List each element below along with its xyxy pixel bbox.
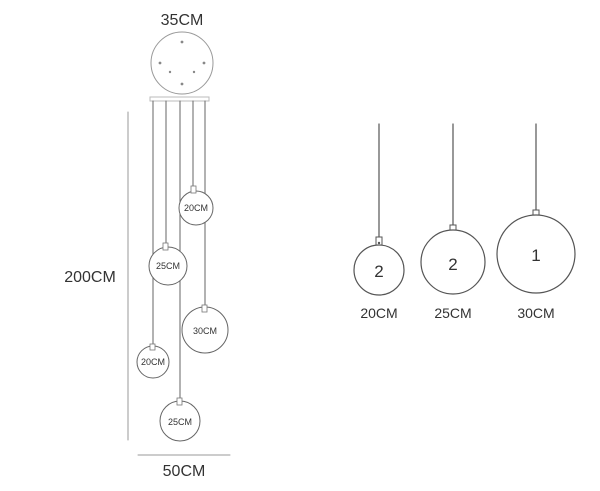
canopy-screw	[158, 61, 162, 65]
canopy-screw	[192, 70, 196, 74]
pendant-size-label: 25CM	[156, 261, 180, 271]
right-globe-sizes: 2 20CM 2 25CM 1 30CM	[353, 123, 576, 321]
pendant-globe: 25CM	[148, 242, 188, 286]
pendant-size-label: 30CM	[193, 326, 217, 336]
globe-size-label: 25CM	[434, 305, 471, 321]
globe-30cm: 1 30CM	[496, 123, 576, 321]
pendant-globe: 30CM	[181, 304, 229, 354]
pendant-globe: 20CM	[178, 185, 214, 226]
width-label: 50CM	[163, 463, 206, 480]
pendant-globe: 25CM	[159, 397, 201, 442]
pendant-size-label: 20CM	[184, 203, 208, 213]
canopy-diameter-label: 35CM	[161, 12, 204, 29]
ceiling-bar	[149, 96, 210, 102]
pendant-size-label: 20CM	[141, 357, 165, 367]
globe-size-label: 20CM	[360, 305, 397, 321]
canopy-top-view	[150, 31, 214, 95]
left-fixture-diagram: 35CM 200CM 50CM 20CM	[64, 12, 231, 480]
globe-quantity: 2	[448, 255, 457, 274]
canopy-screw	[202, 61, 206, 65]
height-label: 200CM	[64, 269, 116, 286]
globe-quantity: 2	[374, 262, 383, 281]
canopy-screw	[180, 40, 184, 44]
canopy-screw	[168, 70, 172, 74]
pendant-globe: 20CM	[136, 343, 170, 379]
globe-25cm: 2 25CM	[420, 123, 486, 321]
globe-20cm: 2 20CM	[353, 123, 405, 321]
pendant-size-label: 25CM	[168, 417, 192, 427]
canopy-screw	[180, 82, 184, 86]
globe-quantity: 1	[531, 246, 540, 265]
globe-size-label: 30CM	[517, 305, 554, 321]
